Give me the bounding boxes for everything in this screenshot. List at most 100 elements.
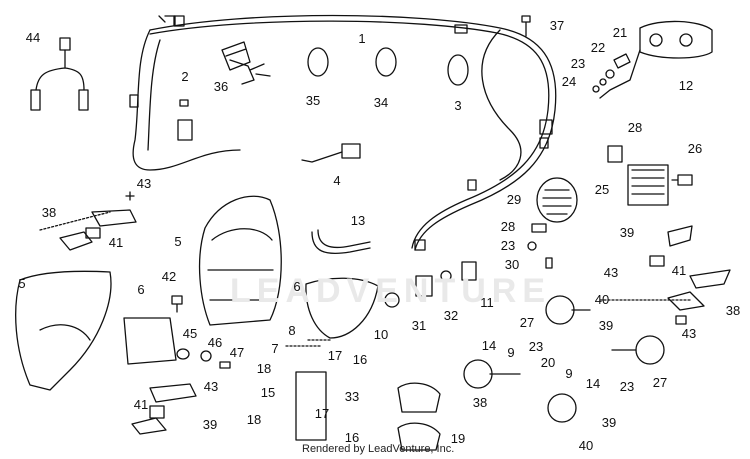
relay-4: [301, 143, 361, 163]
callout-38: 38: [41, 205, 57, 220]
callout-33: 33: [344, 389, 360, 404]
watermark: LEADVENTURE: [230, 272, 552, 310]
callout-23d: 23: [619, 379, 635, 394]
callout-1: 1: [358, 31, 366, 46]
callout-39b: 39: [598, 318, 614, 333]
callout-39c: 39: [601, 415, 617, 430]
callout-37: 37: [549, 18, 565, 33]
callout-11: 11: [480, 295, 494, 310]
callout-43d: 43: [203, 379, 219, 394]
callout-41: 41: [108, 235, 124, 250]
front-fairing-5: [15, 270, 112, 391]
callout-20: 20: [540, 355, 556, 370]
callout-27b: 27: [652, 375, 668, 390]
headlight-lens-6b: [305, 277, 379, 339]
turn-signal-left-top: [39, 191, 137, 251]
bracket-28-mid: [531, 223, 547, 233]
headlight-lens-6: [123, 317, 177, 365]
bracket-2: [177, 99, 193, 141]
callout-6: 6: [137, 282, 145, 297]
callout-43c: 43: [681, 326, 697, 341]
callout-4: 4: [333, 173, 341, 188]
callout-7: 7: [271, 341, 279, 356]
bulb-11: [461, 261, 477, 281]
callout-6b: 6: [293, 279, 301, 294]
headlight-fairing-5: [198, 195, 282, 326]
callout-12: 12: [678, 78, 694, 93]
callout-10: 10: [373, 327, 389, 342]
callout-19: 19: [450, 431, 466, 446]
callout-9: 9: [507, 345, 515, 360]
callout-47: 47: [229, 345, 245, 360]
callout-30: 30: [504, 257, 520, 272]
callout-14: 14: [481, 338, 497, 353]
callout-17b: 17: [314, 406, 330, 421]
bracket-19: [397, 382, 441, 451]
callout-43b: 43: [603, 265, 619, 280]
callout-5b: 5: [18, 276, 26, 291]
credit-text: Rendered by LeadVenture, Inc.: [302, 443, 455, 455]
bolt-42: [171, 295, 183, 313]
plate-15: [285, 339, 331, 441]
callout-3: 3: [454, 98, 462, 113]
callout-36: 36: [213, 79, 229, 94]
instrument-panel-12: [599, 20, 713, 99]
callout-32: 32: [443, 308, 459, 323]
callout-31: 31: [411, 318, 427, 333]
nut-24: [592, 85, 600, 93]
socket-31: [415, 275, 433, 297]
sub-harness-44: [30, 37, 89, 111]
callout-39d: 39: [202, 417, 218, 432]
bulb-21: [613, 53, 631, 69]
regulator-25: [627, 164, 669, 206]
callout-41c: 41: [133, 397, 149, 412]
ring-32: [440, 270, 452, 282]
callout-15: 15: [260, 385, 276, 400]
bolt-26: [671, 174, 693, 186]
callout-43: 43: [136, 176, 152, 191]
main-wiring-harness: [129, 14, 557, 251]
callout-16b: 16: [344, 430, 360, 445]
callout-45: 45: [182, 326, 198, 341]
callout-25: 25: [594, 182, 610, 197]
callout-38b: 38: [725, 303, 741, 318]
callout-41b: 41: [671, 263, 687, 278]
washer-22: [605, 69, 615, 79]
callout-22: 22: [590, 40, 606, 55]
callout-40: 40: [594, 292, 610, 307]
washer-23-top: [599, 78, 607, 86]
callout-5: 5: [174, 234, 182, 249]
bulb-10: [384, 292, 400, 308]
callout-9b: 9: [565, 366, 573, 381]
callout-39: 39: [619, 225, 635, 240]
callout-2: 2: [181, 69, 189, 84]
callout-38c: 38: [472, 395, 488, 410]
callout-46: 46: [207, 335, 223, 350]
callout-28: 28: [627, 120, 643, 135]
bracket-28-right: [607, 145, 623, 163]
callout-34: 34: [373, 95, 389, 110]
turn-signal-left-bottom: [131, 383, 197, 435]
callout-18b: 18: [246, 412, 262, 427]
collar-46: [200, 350, 212, 362]
grommet-45: [176, 348, 190, 360]
callout-28b: 28: [500, 219, 516, 234]
rear-signals: [463, 295, 691, 423]
callout-26: 26: [687, 141, 703, 156]
callout-24: 24: [561, 74, 577, 89]
clamp-34: [375, 47, 397, 77]
turn-signal-right-top: [649, 225, 731, 325]
clamp-3: [447, 54, 469, 86]
washer-23-mid: [527, 241, 537, 251]
callout-27: 27: [519, 315, 535, 330]
screw-47: [219, 361, 231, 369]
callout-16: 16: [352, 352, 368, 367]
horn-29: [536, 177, 578, 223]
callout-23: 23: [570, 56, 586, 71]
bent-rod-13: [311, 231, 371, 255]
callout-40b: 40: [578, 438, 594, 453]
screw-37: [521, 15, 531, 37]
callout-8: 8: [288, 323, 296, 338]
